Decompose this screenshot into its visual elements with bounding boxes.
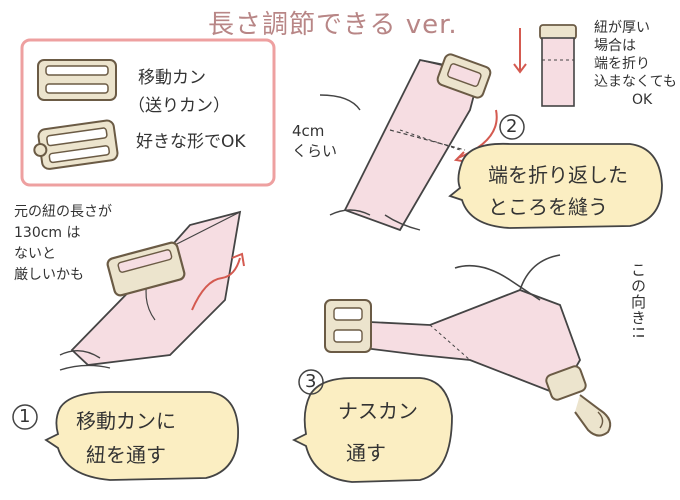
orientation-note: この向き!!: [629, 262, 647, 341]
step2-line-2: ところを縫う: [488, 195, 608, 219]
page-title: 長さ調節できる ver.: [208, 10, 458, 40]
legend-line-1: 移動カン: [138, 68, 206, 88]
slider-buckle-icon: [37, 59, 117, 101]
thick-strap-note-3: 端を折り: [594, 56, 650, 72]
length-note-3: ないと: [14, 246, 56, 262]
step2-bubble: [448, 142, 663, 229]
step1-line-1: 移動カンに: [76, 409, 176, 433]
length-note-2: 130cm は: [14, 225, 81, 241]
thick-strap-note-5: OK: [632, 92, 653, 108]
step3-line-1: ナスカン: [338, 399, 418, 423]
step2-line-1: 端を折り返した: [488, 163, 628, 187]
measure-note-2: くらい: [292, 142, 338, 160]
thick-strap-note-4: 込まなくても: [594, 74, 677, 90]
step1-line-2: 紐を通す: [86, 443, 166, 467]
step3-bubble: [291, 377, 453, 483]
measure-line: [399, 129, 461, 151]
thick-strap-note-1: 紐が厚い: [594, 20, 650, 36]
step3-line-2: 通す: [346, 441, 386, 465]
measure-note-1: 4cm: [292, 122, 325, 140]
legend-line-2: （送りカン）: [128, 96, 230, 116]
length-note-1: 元の紐の長さが: [14, 204, 112, 220]
step2-number-circle: [499, 114, 525, 140]
step2-number: 2: [506, 116, 518, 137]
step3-strap-drawing: [324, 254, 581, 397]
legend-line-3: 好きな形でOK: [136, 132, 246, 152]
thick-strap-drawing: [539, 24, 577, 107]
legend-frame: [20, 38, 276, 187]
slider-buckle-alt-icon: [33, 119, 119, 170]
pull-arrow-icon: [191, 257, 241, 311]
step1-bubble: [44, 391, 239, 481]
step3-number-circle: [298, 369, 324, 395]
step3-number: 3: [305, 371, 317, 392]
swivel-snap-hook-icon: [545, 365, 612, 437]
step1-strap-drawing: [59, 210, 242, 371]
length-note-4: 厳しいかも: [14, 267, 84, 283]
step1-number: 1: [19, 406, 31, 427]
thick-strap-note-2: 場合は: [594, 38, 636, 54]
step1-number-circle: [12, 404, 38, 430]
step2-strap-drawing: [319, 53, 492, 232]
